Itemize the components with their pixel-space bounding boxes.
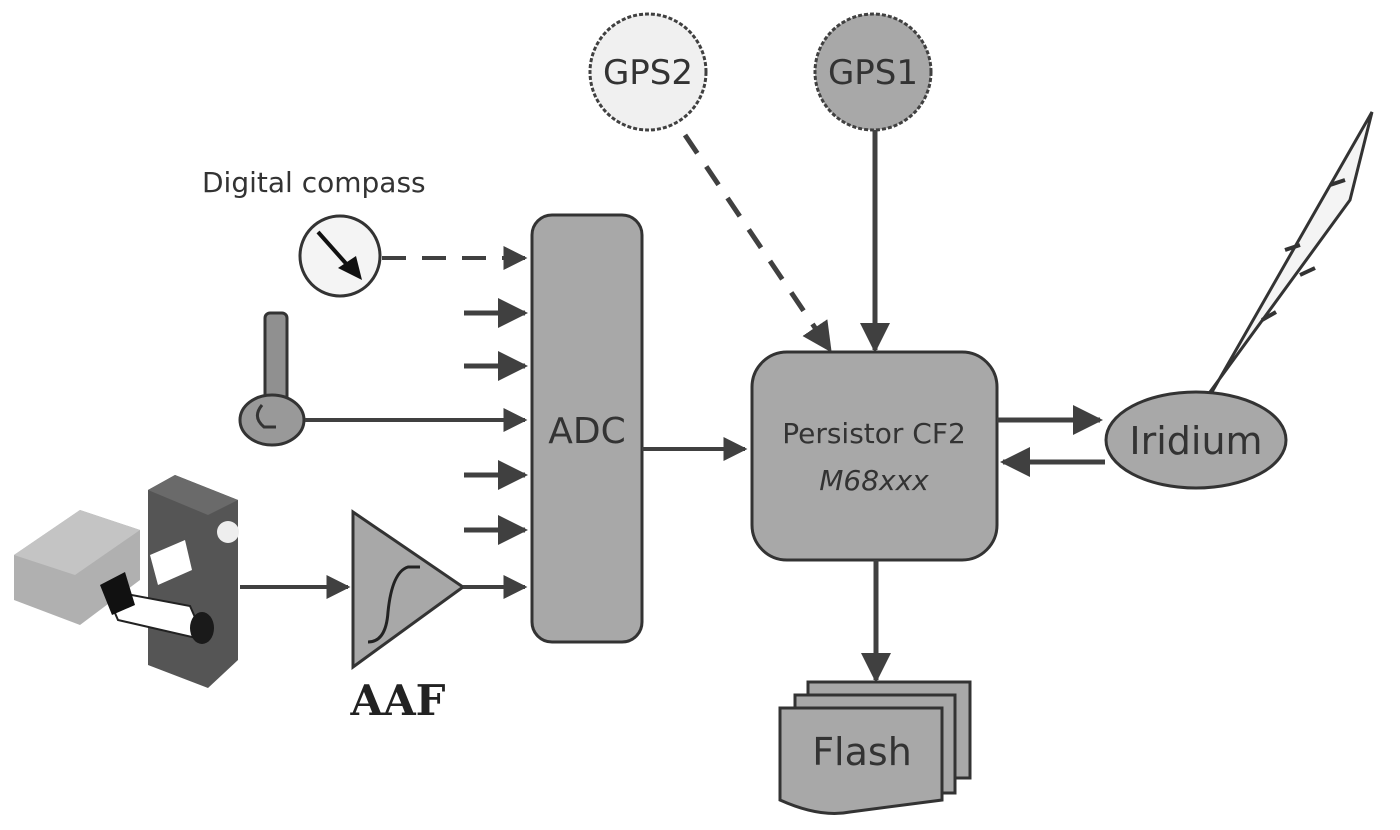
- edge-gps2-cpu: [682, 133, 833, 353]
- compass-label: Digital compass: [202, 166, 426, 199]
- flash-label: Flash: [812, 730, 912, 774]
- gps1-label: GPS1: [828, 53, 918, 93]
- flash-storage: Flash: [778, 680, 972, 815]
- aaf-filter: [351, 509, 466, 670]
- antenna-signal-icon: [1207, 111, 1374, 394]
- iridium-label: Iridium: [1129, 419, 1262, 463]
- gps1-node: GPS1: [813, 12, 933, 132]
- aaf-label: AAF: [350, 676, 446, 725]
- hydrophone-icon: [14, 475, 239, 688]
- gps2-label: GPS2: [603, 53, 693, 93]
- iridium-node: Iridium: [1104, 390, 1288, 490]
- cpu-label-line1: Persistor CF2: [782, 417, 966, 450]
- cpu-block: Persistor CF2 M68xxx: [750, 350, 999, 562]
- adc-label: ADC: [548, 411, 625, 452]
- sensor-icon: [238, 311, 306, 447]
- compass-icon: [298, 214, 382, 298]
- gps2-node: GPS2: [588, 12, 708, 132]
- adc-input-arrows: [464, 298, 528, 545]
- adc-block: ADC: [530, 213, 644, 644]
- cpu-label-line2: M68xxx: [819, 464, 929, 497]
